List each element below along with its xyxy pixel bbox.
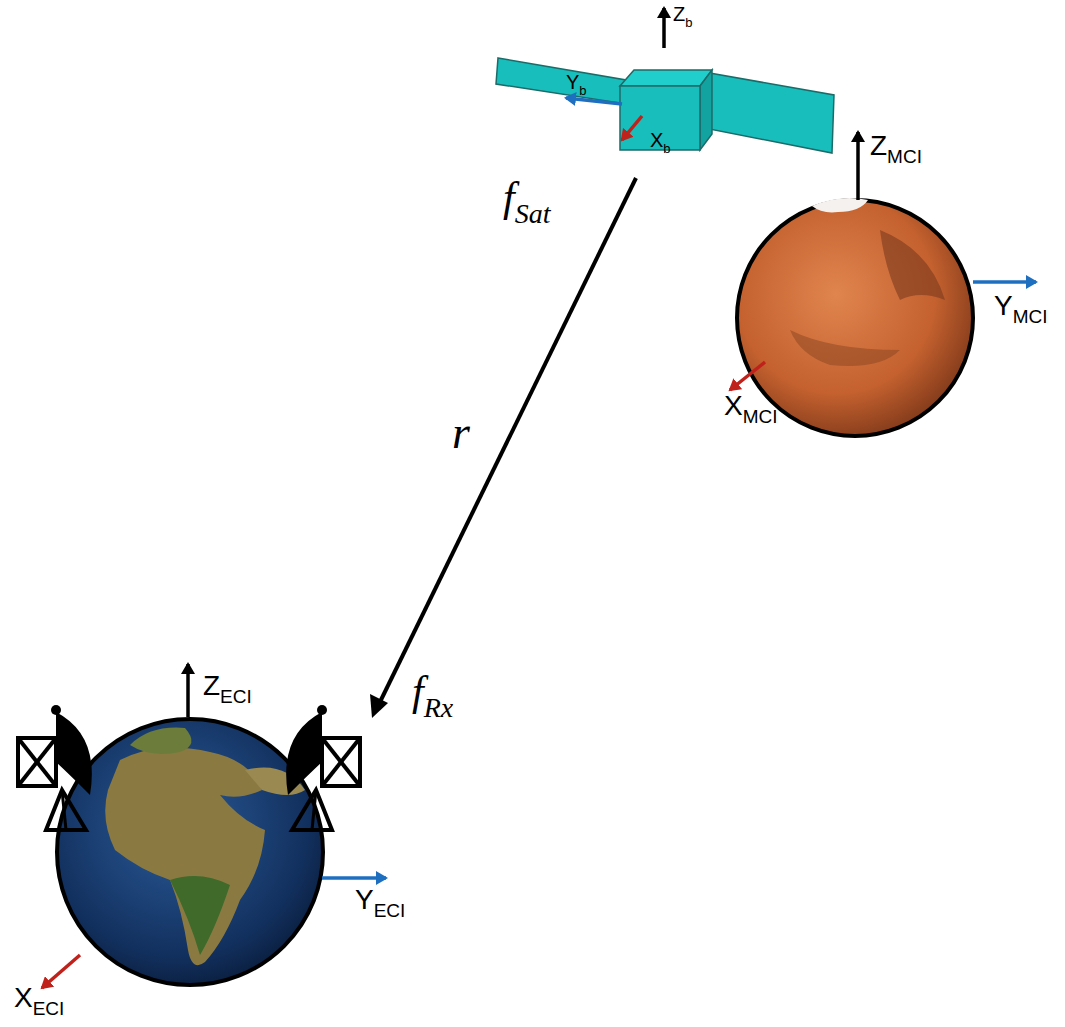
y-axis — [322, 876, 386, 880]
subscript: Sat — [515, 198, 551, 229]
frequency-label-group: fSat — [503, 176, 550, 218]
axis-label: Z — [673, 3, 685, 25]
subscript: ECI — [220, 686, 252, 707]
ground-antenna — [18, 705, 92, 830]
z-axis — [856, 132, 860, 200]
y-axis — [973, 280, 1036, 284]
axis-label: X — [14, 982, 33, 1013]
axis-label: X — [650, 129, 663, 151]
signal-path — [379, 178, 636, 704]
x-axis — [42, 955, 80, 988]
axis-label-group: Zb — [673, 4, 692, 24]
axis-label-group: Xb — [650, 130, 671, 150]
axis-label-group: ZMCI — [870, 132, 922, 160]
subscript: MCI — [743, 406, 778, 427]
range-label: r — [452, 407, 470, 458]
subscript: b — [685, 15, 692, 30]
y-axis — [566, 98, 622, 104]
frequency-label: f — [412, 668, 424, 714]
ground-antenna — [286, 705, 360, 830]
subscript: MCI — [1013, 306, 1048, 327]
axis-label-group: Yb — [566, 72, 587, 92]
x-axis — [730, 362, 765, 390]
signal-arrowhead — [370, 694, 388, 718]
satellite — [496, 58, 834, 153]
z-axis — [662, 8, 666, 48]
axis-label-group: YECI — [355, 886, 405, 914]
axis-label-group: YMCI — [994, 292, 1048, 320]
subscript: Rx — [424, 692, 454, 723]
axis-label-group: ZECI — [203, 672, 252, 700]
axis-label: Z — [203, 670, 220, 701]
axis-label: Z — [870, 130, 887, 161]
subscript: MCI — [887, 146, 922, 167]
axis-label-group: XECI — [14, 984, 64, 1012]
range-label-group: r — [452, 410, 470, 456]
frequency-label: f — [503, 174, 515, 220]
frequency-label-group: fRx — [412, 670, 453, 712]
subscript: b — [579, 83, 586, 98]
axis-label: Y — [994, 290, 1013, 321]
axis-label: X — [724, 390, 743, 421]
earth — [57, 719, 323, 985]
z-axis — [186, 664, 190, 717]
axis-label: Y — [355, 884, 374, 915]
axis-label: Y — [566, 71, 579, 93]
x-axis — [622, 116, 642, 140]
subscript: ECI — [33, 998, 65, 1019]
axis-label-group: XMCI — [724, 392, 778, 420]
subscript: ECI — [374, 900, 406, 921]
mars — [737, 198, 973, 436]
subscript: b — [663, 141, 670, 156]
